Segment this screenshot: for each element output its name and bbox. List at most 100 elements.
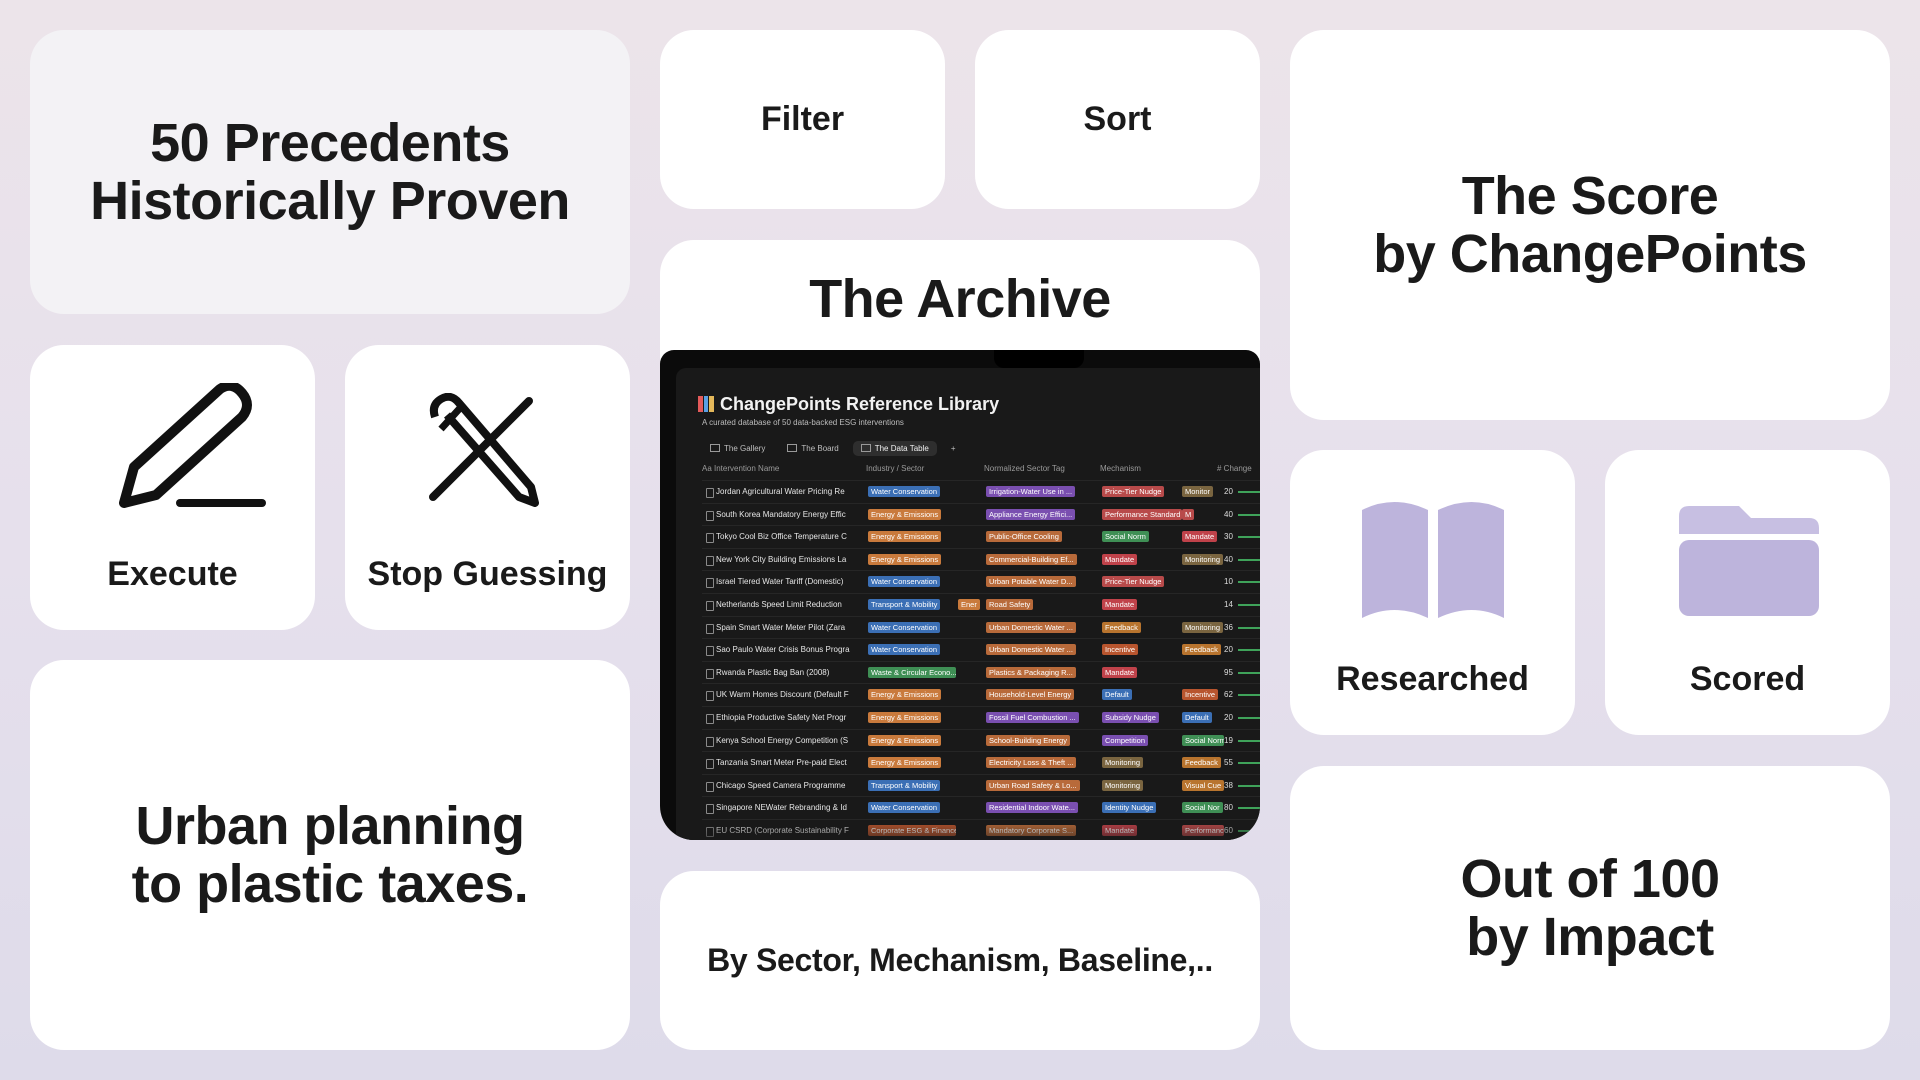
- row-name: Ethiopia Productive Safety Net Progr: [716, 712, 847, 722]
- by-sector-label: By Sector, Mechanism, Baseline,..: [707, 942, 1213, 978]
- col-intervention-name[interactable]: Aa Intervention Name: [702, 464, 780, 473]
- tab-gallery[interactable]: The Gallery: [702, 441, 773, 456]
- table-header: Aa Intervention Name Industry / Sector N…: [702, 464, 1260, 478]
- change-bar: [1238, 784, 1260, 787]
- industry-tag: Water Conservation: [868, 576, 940, 588]
- change-bar: [1238, 603, 1260, 606]
- laptop-notch: [994, 350, 1084, 368]
- sector-tag: Urban Road Safety & Lo...: [986, 779, 1080, 791]
- col-mechanism[interactable]: Mechanism: [1100, 464, 1141, 473]
- table-row[interactable]: UK Warm Homes Discount (Default F Energy …: [702, 683, 1260, 706]
- tab-data-table[interactable]: The Data Table: [852, 441, 937, 456]
- change-bar: [1238, 536, 1260, 539]
- table-icon: [860, 444, 871, 452]
- bar-chart-icon: [698, 396, 714, 412]
- mechanism-tag: Subsidy Nudge: [1102, 711, 1159, 723]
- industry-tag: Water Conservation: [868, 644, 940, 656]
- precedents-card: 50 Precedents Historically Proven: [30, 30, 630, 314]
- sector-tag: Plastics & Packaging R...: [986, 666, 1076, 678]
- library-subtitle: A curated database of 50 data-backed ESG…: [702, 418, 904, 427]
- page-icon: [706, 668, 714, 679]
- page-icon: [706, 781, 714, 792]
- change-score: 20: [1224, 487, 1233, 496]
- tab-board[interactable]: The Board: [779, 441, 846, 456]
- row-name: Jordan Agricultural Water Pricing Re: [716, 487, 845, 496]
- mechanism-tag: Social Norm: [1102, 531, 1149, 543]
- sort-button[interactable]: Sort: [975, 30, 1260, 209]
- industry-tag: Energy & Emissions: [868, 689, 942, 701]
- mechanism-tag: Identity Nudge: [1102, 802, 1157, 814]
- add-view-button[interactable]: +: [950, 444, 956, 453]
- industry-tag: Water Conservation: [868, 802, 940, 814]
- col-industry[interactable]: Industry / Sector: [866, 464, 925, 473]
- execute-card: Execute: [30, 345, 315, 630]
- change-score: 10: [1224, 577, 1233, 587]
- mechanism-tag: Social Nor: [1182, 802, 1223, 814]
- change-bar: [1238, 739, 1260, 742]
- col-change[interactable]: # Change: [1217, 464, 1252, 473]
- score-heading: The Score by ChangePoints: [1373, 167, 1807, 283]
- scored-card: Scored: [1605, 450, 1890, 735]
- row-name: UK Warm Homes Discount (Default F: [716, 690, 849, 700]
- industry-tag: Transport & Mobility: [868, 779, 941, 791]
- industry-tag: Energy & Emissions: [868, 531, 942, 543]
- change-score: 20: [1224, 712, 1233, 722]
- change-score: 62: [1224, 690, 1233, 700]
- mechanism-tag: Price-Tier Nudge: [1102, 576, 1165, 588]
- change-bar: [1238, 694, 1260, 697]
- change-bar: [1238, 671, 1260, 674]
- sector-tag: Appliance Energy Effici...: [986, 508, 1076, 520]
- sector-tag: School-Building Energy: [986, 734, 1070, 746]
- view-tabs: The Gallery The Board The Data Table +: [702, 441, 964, 456]
- by-sector-card: By Sector, Mechanism, Baseline,..: [660, 871, 1260, 1050]
- table-row[interactable]: Israel Tiered Water Tariff (Domestic)Wat…: [702, 570, 1260, 593]
- col-sector-tag[interactable]: Normalized Sector Tag: [984, 464, 1065, 473]
- change-score: 40: [1224, 554, 1233, 564]
- table-body: Jordan Agricultural Water Pricing Re Wate…: [702, 480, 1260, 840]
- archive-card: The Archive ChangePoints Reference Libra…: [660, 240, 1260, 840]
- change-bar: [1238, 716, 1260, 719]
- sector-tag: Irrigation-Water Use in ...: [986, 486, 1076, 497]
- table-row[interactable]: Jordan Agricultural Water Pricing Re Wate…: [702, 480, 1260, 503]
- change-bar: [1238, 626, 1260, 629]
- industry-tag: Ener: [958, 598, 980, 610]
- table-row[interactable]: Rwanda Plastic Bag Ban (2008)Waste & Cir…: [702, 660, 1260, 684]
- page-icon: [706, 533, 714, 544]
- change-score: 30: [1224, 532, 1233, 542]
- row-name: Spain Smart Water Meter Pilot (Zara: [716, 622, 846, 632]
- mechanism-tag: Feedback: [1182, 644, 1221, 656]
- mechanism-tag: Monitor: [1182, 486, 1214, 497]
- mechanism-tag: Mandate: [1102, 598, 1138, 610]
- score-line1: The Score: [1461, 166, 1719, 226]
- book-icon: [1358, 500, 1508, 620]
- row-name: Rwanda Plastic Bag Ban (2008): [716, 667, 830, 677]
- filter-label: Filter: [760, 100, 845, 138]
- library-window: ChangePoints Reference Library A curated…: [676, 368, 1260, 840]
- precedents-heading: 50 Precedents Historically Proven: [90, 114, 570, 230]
- industry-tag: Water Conservation: [868, 486, 940, 497]
- mechanism-tag: Incentive: [1182, 689, 1219, 701]
- impact-card: Out of 100 by Impact: [1290, 766, 1890, 1050]
- page-icon: [706, 691, 714, 702]
- sector-tag: Urban Potable Water D...: [986, 576, 1076, 588]
- impact-heading: Out of 100 by Impact: [1460, 850, 1720, 966]
- mechanism-tag: Monitoring: [1102, 757, 1144, 769]
- change-bar: [1238, 762, 1260, 765]
- mechanism-tag: Price-Tier Nudge: [1102, 486, 1165, 497]
- page-icon: [706, 578, 714, 589]
- filter-button[interactable]: Filter: [660, 30, 945, 209]
- change-score: 38: [1224, 780, 1233, 790]
- pencil-icon: [110, 383, 280, 523]
- mechanism-tag: Mandate: [1182, 531, 1218, 543]
